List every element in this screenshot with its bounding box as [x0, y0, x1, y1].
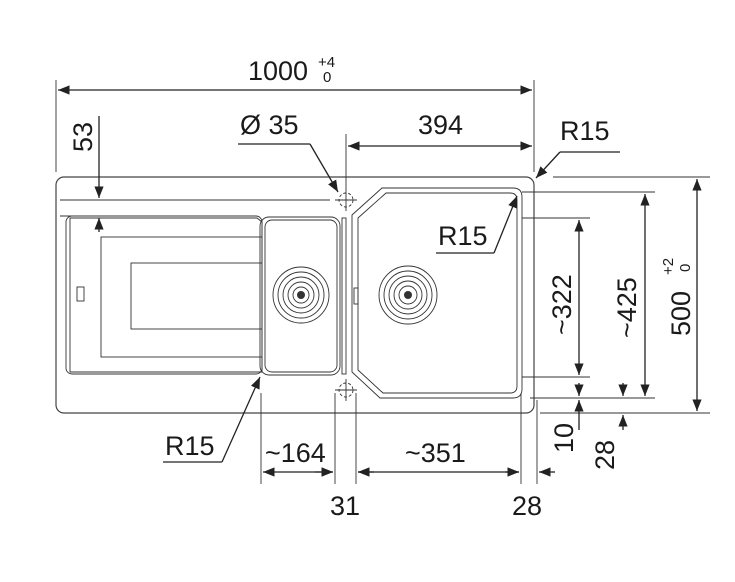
dim-total-depth: 500 +2 0 — [540, 176, 710, 414]
dim-depth-outer: ~425 — [522, 191, 655, 399]
total-width-tol-upper: +4 — [318, 54, 335, 71]
dim-left-margin: 53 — [60, 116, 330, 232]
small-bowl-width-label: ~164 — [265, 438, 326, 468]
radius-bottom-left-label: R15 — [165, 431, 215, 461]
dim-radius-bottom-left: R15 — [163, 376, 261, 463]
bottom-offset-28-label: 28 — [590, 440, 620, 470]
tap-hole-markers — [335, 189, 357, 401]
large-bowl-width-label: ~351 — [405, 438, 466, 468]
drain-small-bowl — [272, 266, 330, 324]
dim-gap-31: 31 — [315, 467, 374, 521]
small-bowl — [259, 216, 347, 376]
dim-bottom-offset-10: 10 — [549, 383, 584, 453]
total-depth-tol-lower: 0 — [677, 264, 694, 272]
dim-hole-diameter: Ø 35 — [238, 110, 339, 193]
bottom-offset-10-label: 10 — [549, 423, 579, 453]
dim-radius-top-right: R15 — [535, 116, 620, 179]
dim-depth-bowl: ~322 — [522, 217, 590, 378]
total-width-tol-lower: 0 — [323, 69, 331, 86]
gap-31-label: 31 — [330, 491, 360, 521]
drain-large-bowl — [378, 265, 438, 325]
sink-outline — [55, 176, 535, 414]
radius-bowl-label: R15 — [438, 221, 488, 251]
dim-total-width: 1000 +4 0 — [55, 54, 535, 172]
drainer-board — [65, 215, 263, 375]
dim-right-margin-28: 28 — [505, 400, 555, 521]
dim-bowl-width: 394 — [345, 110, 532, 190]
total-width-label: 1000 — [248, 56, 308, 86]
total-depth-tol-upper: +2 — [660, 258, 677, 275]
dim-large-bowl-width: ~351 — [355, 393, 522, 484]
large-bowl — [351, 187, 523, 399]
total-depth-label: 500 — [666, 291, 696, 336]
dim-radius-bowl: R15 — [436, 195, 518, 254]
right-margin-28-label: 28 — [512, 491, 542, 521]
dim-bottom-offset-28: 28 — [530, 383, 630, 470]
depth-bowl-label: ~322 — [547, 274, 577, 335]
depth-outer-label: ~425 — [612, 277, 642, 338]
radius-top-right-label: R15 — [560, 116, 610, 146]
bowl-width-label: 394 — [418, 110, 463, 140]
hole-diameter-label: Ø 35 — [240, 110, 299, 140]
left-margin-label: 53 — [68, 122, 98, 152]
